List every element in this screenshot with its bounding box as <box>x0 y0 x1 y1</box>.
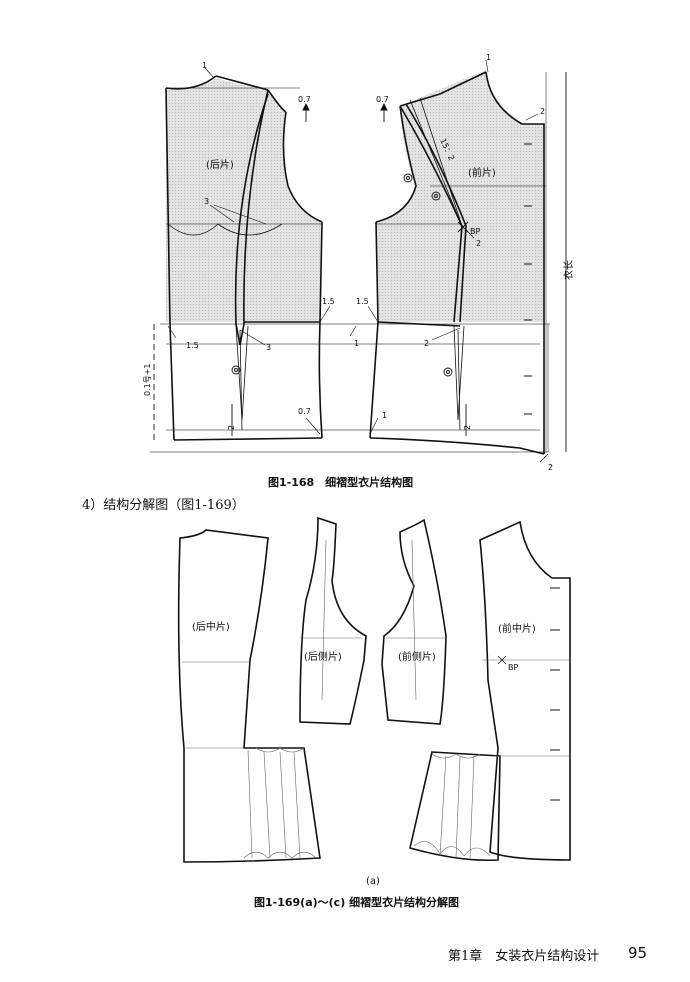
front-darts <box>409 97 465 431</box>
button-marks <box>524 143 532 415</box>
dim-1-hem: 1 <box>382 411 387 420</box>
notch-circles <box>231 173 453 377</box>
dim-2-hem-corner: 2 <box>548 463 553 472</box>
back-darts <box>167 223 283 431</box>
back-side-label: (后侧片) <box>304 650 342 663</box>
dim-1-top-right: 1 <box>486 53 491 62</box>
decomposed-button-marks <box>550 587 560 801</box>
decomposed-pieces <box>177 516 571 863</box>
page-number: 95 <box>628 944 648 962</box>
decomposed-bp-marker <box>497 655 507 665</box>
body-length-label: 衣长 <box>562 260 575 280</box>
hip-formula-label: 0.1号+1 <box>143 363 152 396</box>
dim-2-hem-left: 2 <box>227 425 236 430</box>
dim-1-5-cb: 1.5 <box>186 341 199 350</box>
dim-1-5-side-left: 1.5 <box>322 297 335 306</box>
dim-3-back: 3 <box>204 197 209 206</box>
sub-figure-label: (a) <box>366 876 380 887</box>
dim-1-5-side-right: 1.5 <box>356 297 369 306</box>
decomposed-bp-label: BP <box>508 663 518 672</box>
dim-2-bp: 2 <box>476 239 481 248</box>
dim-0-7-right: 0.7 <box>376 95 389 104</box>
figure-168: (后片) (前片) BP 衣长 15：2 0.1号+1 0.7 0.7 0.7 … <box>143 53 575 472</box>
back-piece-outline <box>165 75 323 441</box>
dim-0-7-left: 0.7 <box>298 95 311 104</box>
figure-169-caption: 图1-169(a)～(c) 细褶型衣片结构分解图 <box>254 896 460 909</box>
dim-0-7-bottom: 0.7 <box>298 407 311 416</box>
front-side-label: (前侧片) <box>398 650 436 663</box>
decomposed-guides <box>182 539 570 859</box>
figure-168-caption: 图1-168 细褶型衣片结构图 <box>268 476 414 489</box>
dim-1-waist: 1 <box>354 339 359 348</box>
dim-3-back-lower: 3 <box>266 343 271 352</box>
dimension-arrows <box>153 72 567 452</box>
back-center-label: (后中片) <box>192 620 230 633</box>
front-piece-label: (前片) <box>468 166 496 179</box>
front-piece-outline <box>369 71 545 455</box>
dim-2-hem-right: 2 <box>463 425 472 430</box>
dim-2-neck: 2 <box>540 107 545 116</box>
dim-1-top-left: 1 <box>202 61 207 70</box>
front-upper-shading <box>376 70 544 322</box>
front-center-label: (前中片) <box>498 622 536 635</box>
figure-169: (后中片) (后侧片) (前侧片) (前中片) BP (a) <box>177 516 571 887</box>
dim-2-front-lower: 2 <box>424 339 429 348</box>
section-heading: 4）结构分解图（图1-169） <box>82 498 245 513</box>
leader-lines <box>167 59 549 463</box>
bp-label: BP <box>470 227 480 236</box>
chapter-footer: 第1章 女装衣片结构设计 <box>448 949 600 964</box>
back-piece-label: (后片) <box>206 158 234 171</box>
reference-lines <box>150 72 550 453</box>
